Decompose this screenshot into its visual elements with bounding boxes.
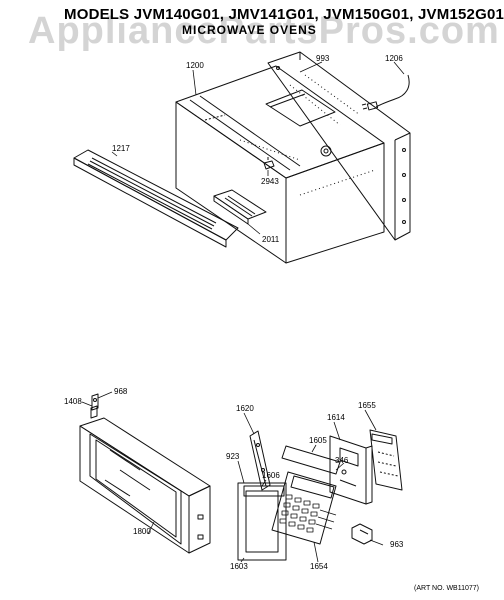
part-label-346: 346 bbox=[335, 456, 349, 465]
power-cord bbox=[361, 74, 410, 111]
watermark: AppliancePartsPros.com bbox=[28, 10, 500, 52]
part-label-1605: 1605 bbox=[309, 436, 327, 445]
part-label-1620: 1620 bbox=[236, 404, 254, 413]
control-bracket bbox=[329, 435, 373, 505]
door-latch bbox=[90, 393, 99, 419]
part-label-1408: 1408 bbox=[64, 397, 82, 406]
part-label-1606: 1606 bbox=[262, 471, 280, 480]
door-frame bbox=[79, 417, 211, 554]
filter-plate bbox=[213, 189, 267, 225]
choke-cover bbox=[243, 485, 285, 497]
part-label-1200: 1200 bbox=[186, 61, 204, 70]
diagram-subtitle: MICROWAVE OVENS bbox=[182, 23, 317, 37]
diagram-title: MODELS JVM140G01, JMV141G01, JVM150G01, … bbox=[64, 6, 504, 23]
clip-part bbox=[263, 157, 275, 170]
art-number: (ART NO. WB11077) bbox=[414, 585, 479, 592]
window-pane bbox=[281, 445, 341, 475]
part-label-1654: 1654 bbox=[310, 562, 328, 571]
part-label-1655: 1655 bbox=[358, 401, 376, 410]
part-label-1217: 1217 bbox=[112, 144, 130, 153]
part-label-1614: 1614 bbox=[327, 413, 345, 422]
part-label-963: 963 bbox=[390, 540, 404, 549]
part-label-968: 968 bbox=[114, 387, 128, 396]
exploded-parts-diagram bbox=[73, 51, 411, 563]
hinge-bracket bbox=[249, 430, 271, 491]
part-label-1800: 1800 bbox=[133, 527, 151, 536]
part-label-923: 923 bbox=[226, 452, 240, 461]
latch-lever bbox=[351, 523, 373, 545]
outer-case bbox=[175, 65, 385, 264]
circuit-board bbox=[369, 429, 403, 491]
part-label-1603: 1603 bbox=[230, 562, 248, 571]
leader-lines-upper bbox=[111, 61, 405, 235]
leader-lines-lower bbox=[81, 391, 384, 563]
control-keypad bbox=[271, 471, 337, 545]
vent-grille bbox=[73, 149, 239, 248]
part-label-993: 993 bbox=[316, 54, 330, 63]
part-label-1206: 1206 bbox=[385, 54, 403, 63]
door-glass-frame bbox=[237, 482, 287, 561]
part-label-2943: 2943 bbox=[261, 177, 279, 186]
part-label-2011: 2011 bbox=[262, 235, 280, 244]
back-panel bbox=[267, 51, 411, 241]
